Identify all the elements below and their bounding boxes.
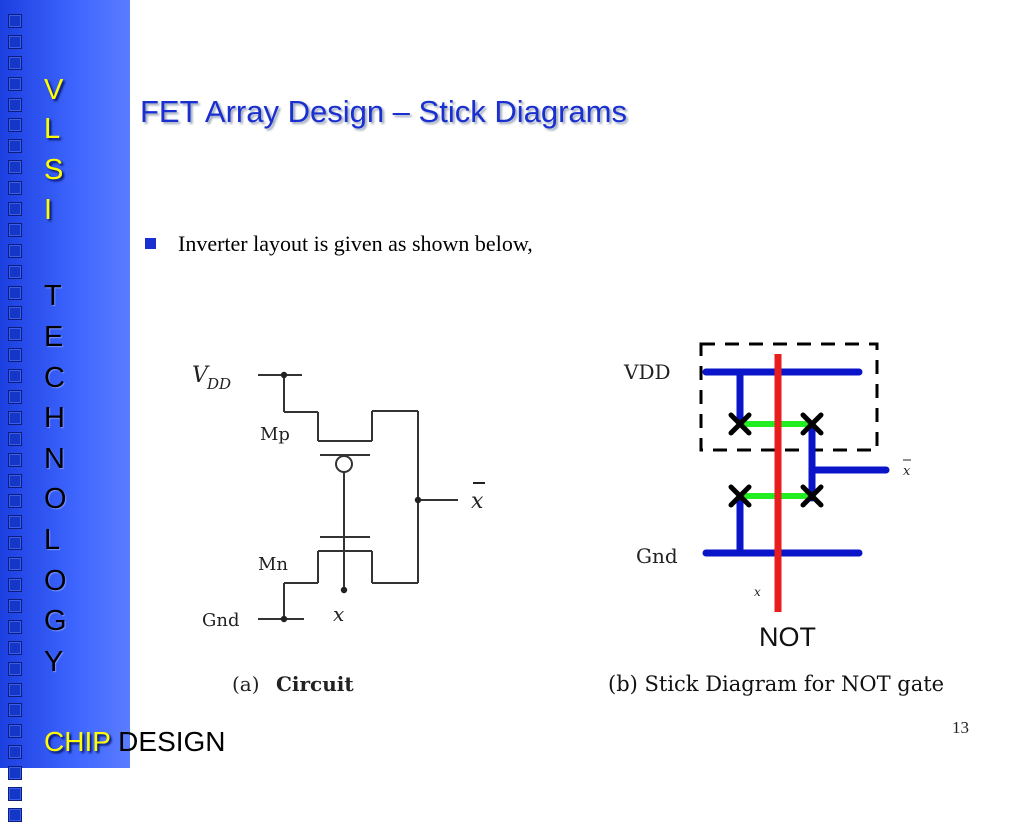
sidebar-square-icon — [8, 640, 22, 655]
caption-tag: (a) — [232, 672, 260, 696]
sidebar-letter: O — [44, 483, 67, 515]
contact-marks — [728, 412, 824, 508]
sidebar-square-icon — [8, 202, 22, 217]
vdd-label: VDD — [623, 360, 671, 384]
bullet-square-icon — [145, 238, 156, 249]
sidebar-square-icon — [8, 682, 22, 697]
sidebar-square-icon — [8, 306, 22, 321]
metal-lines — [702, 368, 890, 557]
sidebar-letter: L — [44, 524, 61, 556]
sidebar-square-icon — [8, 369, 22, 384]
gnd-label: Gnd — [202, 610, 240, 631]
stick-diagram-figure: VDD Gnd x x NOT (b) Stick Diagram for NO… — [594, 334, 944, 709]
sidebar-square-icon — [8, 431, 22, 446]
sidebar-square-icon — [8, 264, 22, 279]
sidebar-letter: V — [44, 74, 64, 106]
sidebar-letter: H — [44, 402, 65, 434]
sidebar-square-icon — [8, 14, 22, 28]
sidebar-square-icon — [8, 473, 22, 488]
sidebar-square-icon — [8, 557, 22, 572]
sidebar-square-icon — [8, 243, 22, 258]
sidebar-chip-design: CHIP DESIGN — [44, 728, 226, 756]
sidebar-letter: C — [44, 362, 65, 394]
sidebar-square-icon — [8, 76, 22, 91]
sidebar-square-icon — [8, 536, 22, 551]
sidebar-letter: L — [44, 113, 61, 145]
vdd-label: V — [192, 363, 210, 388]
sidebar-square-icon — [8, 410, 22, 425]
output-xbar-label: x — [471, 489, 484, 514]
sidebar-square-icon — [8, 598, 22, 613]
sidebar-square-icon — [8, 327, 22, 342]
sidebar-square-icon — [8, 661, 22, 676]
sidebar-square-icon — [8, 160, 22, 175]
sidebar-square-icon — [8, 285, 22, 300]
sidebar-square-icon — [8, 578, 22, 593]
sidebar-square-icon — [8, 619, 22, 634]
sidebar-square-icon — [8, 494, 22, 509]
bullet-text: Inverter layout is given as shown below, — [178, 231, 533, 256]
sidebar-square-icon — [8, 97, 22, 112]
sidebar-square-icon — [8, 139, 22, 154]
design-word: DESIGN — [118, 726, 226, 757]
sidebar-letter: O — [44, 565, 67, 597]
sidebar-square-column — [8, 14, 26, 829]
caption-text: Circuit — [276, 672, 354, 696]
inverter-circuit-figure: V DD Mp Mn Gnd x x (a) Circuit — [192, 363, 485, 696]
sidebar-letter: T — [44, 280, 62, 312]
gnd-label: Gnd — [636, 544, 678, 568]
sidebar-letter: E — [44, 321, 64, 353]
sidebar-square-icon — [8, 703, 22, 718]
sidebar-letter: Y — [44, 646, 64, 678]
sidebar-square-icon — [8, 724, 22, 739]
sidebar-square-icon — [8, 55, 22, 70]
mn-label: Mn — [258, 554, 288, 575]
sidebar-square-icon — [8, 34, 22, 49]
pmos-region-box — [699, 342, 879, 452]
mp-label: Mp — [260, 424, 290, 445]
sidebar-square-icon — [8, 766, 22, 781]
vdd-subscript: DD — [206, 375, 231, 393]
sidebar-square-icon — [8, 807, 22, 822]
sidebar-square-icon — [8, 452, 22, 467]
input-x-label: x — [754, 585, 761, 599]
sidebar-square-icon — [8, 222, 22, 237]
output-xbar-label: x — [903, 464, 911, 479]
slide-title: FET Array Design – Stick Diagrams — [140, 94, 627, 129]
sidebar-letter: N — [44, 443, 65, 475]
sidebar-square-icon — [8, 390, 22, 405]
sidebar-letter: S — [44, 154, 64, 186]
caption-text: (b) Stick Diagram for NOT gate — [608, 672, 944, 696]
sidebar-square-icon — [8, 786, 22, 801]
gate-name: NOT — [759, 622, 816, 652]
chip-word: CHIP — [44, 726, 111, 757]
page-number: 13 — [952, 718, 969, 737]
sidebar-letter: I — [44, 194, 53, 226]
sidebar-square-icon — [8, 348, 22, 363]
sidebar-square-icon — [8, 181, 22, 196]
sidebar-square-icon — [8, 515, 22, 530]
sidebar — [0, 0, 130, 822]
input-x-label: x — [333, 602, 344, 626]
sidebar-square-icon — [8, 118, 22, 133]
sidebar-letter: G — [44, 605, 67, 637]
sidebar-square-icon — [8, 745, 22, 760]
